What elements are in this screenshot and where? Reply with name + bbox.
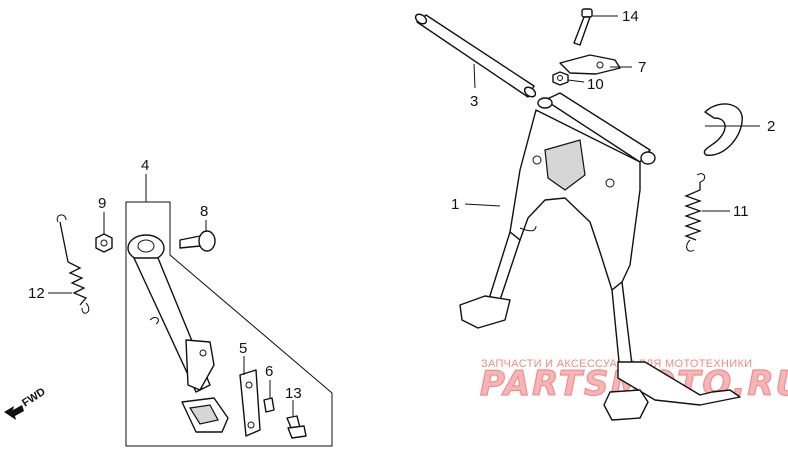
callout-14: 14 — [622, 8, 639, 25]
spring-12 — [56, 214, 90, 314]
callout-4: 4 — [141, 157, 149, 174]
nut-10 — [552, 71, 569, 86]
pivot-bolt-8 — [179, 230, 216, 252]
spring-11 — [684, 173, 706, 252]
bolt-13 — [286, 415, 307, 439]
callout-numbers: 1 2 3 4 5 6 7 8 9 10 11 12 13 14 — [28, 8, 775, 402]
leader-lines — [48, 15, 760, 416]
side-stand-4 — [127, 234, 229, 433]
callout-7: 7 — [638, 59, 646, 76]
callout-11: 11 — [733, 203, 749, 220]
callout-8: 8 — [200, 203, 208, 220]
callout-1: 1 — [451, 196, 459, 213]
callout-3: 3 — [470, 93, 478, 110]
bolt-14 — [573, 8, 593, 46]
fwd-label: FWD — [20, 386, 48, 410]
callout-13: 13 — [285, 385, 302, 402]
main-stand-pivot-shaft — [414, 13, 537, 98]
callout-6: 6 — [265, 363, 273, 380]
callout-5: 5 — [239, 340, 247, 357]
pin-6 — [263, 397, 275, 413]
callout-9: 9 — [98, 195, 106, 212]
side-stand-group-outline — [125, 201, 333, 447]
forward-arrow-icon — [4, 405, 24, 420]
lock-plate-7 — [559, 54, 621, 75]
main-stand-1 — [459, 92, 741, 421]
callout-2: 2 — [767, 118, 775, 135]
callout-10: 10 — [587, 76, 604, 93]
callout-12: 12 — [28, 285, 45, 302]
nut-9 — [95, 233, 113, 253]
forward-direction-indicator: FWD — [4, 386, 48, 420]
watermark-tagline: ЗАПЧАСТИ И АКСЕССУАРЫ ДЛЯ МОТОТЕХНИКИ — [481, 358, 752, 370]
clip-2 — [703, 103, 743, 156]
switch-plate-5 — [239, 369, 261, 437]
